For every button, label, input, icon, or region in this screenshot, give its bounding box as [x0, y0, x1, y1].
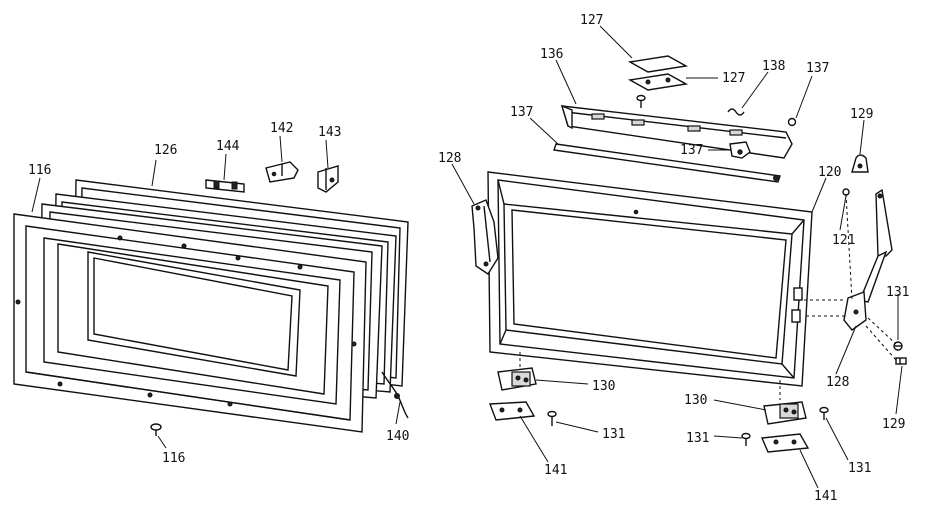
- door-frame-116: [13, 213, 367, 433]
- callout-121: 121: [832, 233, 855, 248]
- callout-130-left: 130: [592, 379, 615, 394]
- callout-128-right: 128: [826, 375, 849, 390]
- callout-138: 138: [762, 59, 785, 74]
- callout-129-cap: 129: [850, 107, 873, 122]
- callout-141-left: 141: [544, 463, 567, 478]
- plate-127-top: [627, 55, 689, 73]
- bolt-129-right: [895, 357, 907, 365]
- hinge-arm-128-right: [843, 188, 893, 331]
- screw-131-bottom-b: [819, 406, 829, 420]
- callout-136: 136: [540, 47, 563, 62]
- clip-137: [729, 141, 751, 159]
- plate-141-left: [489, 401, 536, 421]
- plate-127-lower: [627, 73, 689, 91]
- hinge-143: [317, 165, 339, 193]
- leader-lines: [31, 25, 903, 489]
- callout-127-top: 127: [580, 13, 603, 28]
- callout-131-right: 131: [886, 285, 909, 300]
- spring-138: [727, 108, 745, 116]
- callout-120: 120: [818, 165, 841, 180]
- assembly-guide-lines: [519, 193, 897, 400]
- left-door-assembly: [13, 161, 409, 436]
- callout-137-clip: 137: [680, 143, 703, 158]
- callout-142: 142: [270, 121, 293, 136]
- callout-129-bolt: 129: [882, 417, 905, 432]
- hinge-130-left: [497, 367, 537, 391]
- callout-116-screw: 116: [162, 451, 185, 466]
- callout-131-left: 131: [602, 427, 625, 442]
- callout-labels: 116 126 144 142 143 140 116 127 127 136 …: [28, 13, 909, 504]
- callout-131-bottom-b: 131: [848, 461, 871, 476]
- hinge-arm-128-left: [471, 199, 499, 275]
- callout-137-screw: 137: [806, 61, 829, 76]
- plate-141-right: [760, 433, 810, 453]
- screw-137: [787, 117, 797, 127]
- screw-131-left: [547, 410, 557, 426]
- right-door-assembly: [471, 55, 907, 453]
- callout-128-left: 128: [438, 151, 461, 166]
- wire-cord-140: [381, 371, 409, 419]
- bracket-142: [265, 161, 299, 183]
- callout-127-lower: 127: [722, 71, 745, 86]
- callout-130-right: 130: [684, 393, 707, 408]
- callout-116-frame: 116: [28, 163, 51, 178]
- rod-137: [553, 143, 781, 183]
- screw-131-bottom-a: [741, 432, 751, 446]
- cap-129: [851, 154, 869, 173]
- latch-144: [205, 179, 245, 193]
- callout-140: 140: [386, 429, 409, 444]
- hinge-130-right: [763, 401, 807, 425]
- callout-126: 126: [154, 143, 177, 158]
- door-120: [487, 171, 813, 387]
- callout-131-bottom-a: 131: [686, 431, 709, 446]
- screw-plate: [636, 94, 646, 108]
- callout-144: 144: [216, 139, 240, 154]
- callout-137-rod: 137: [510, 105, 533, 120]
- callout-141-right: 141: [814, 489, 837, 504]
- screw-116: [150, 423, 162, 436]
- callout-143: 143: [318, 125, 341, 140]
